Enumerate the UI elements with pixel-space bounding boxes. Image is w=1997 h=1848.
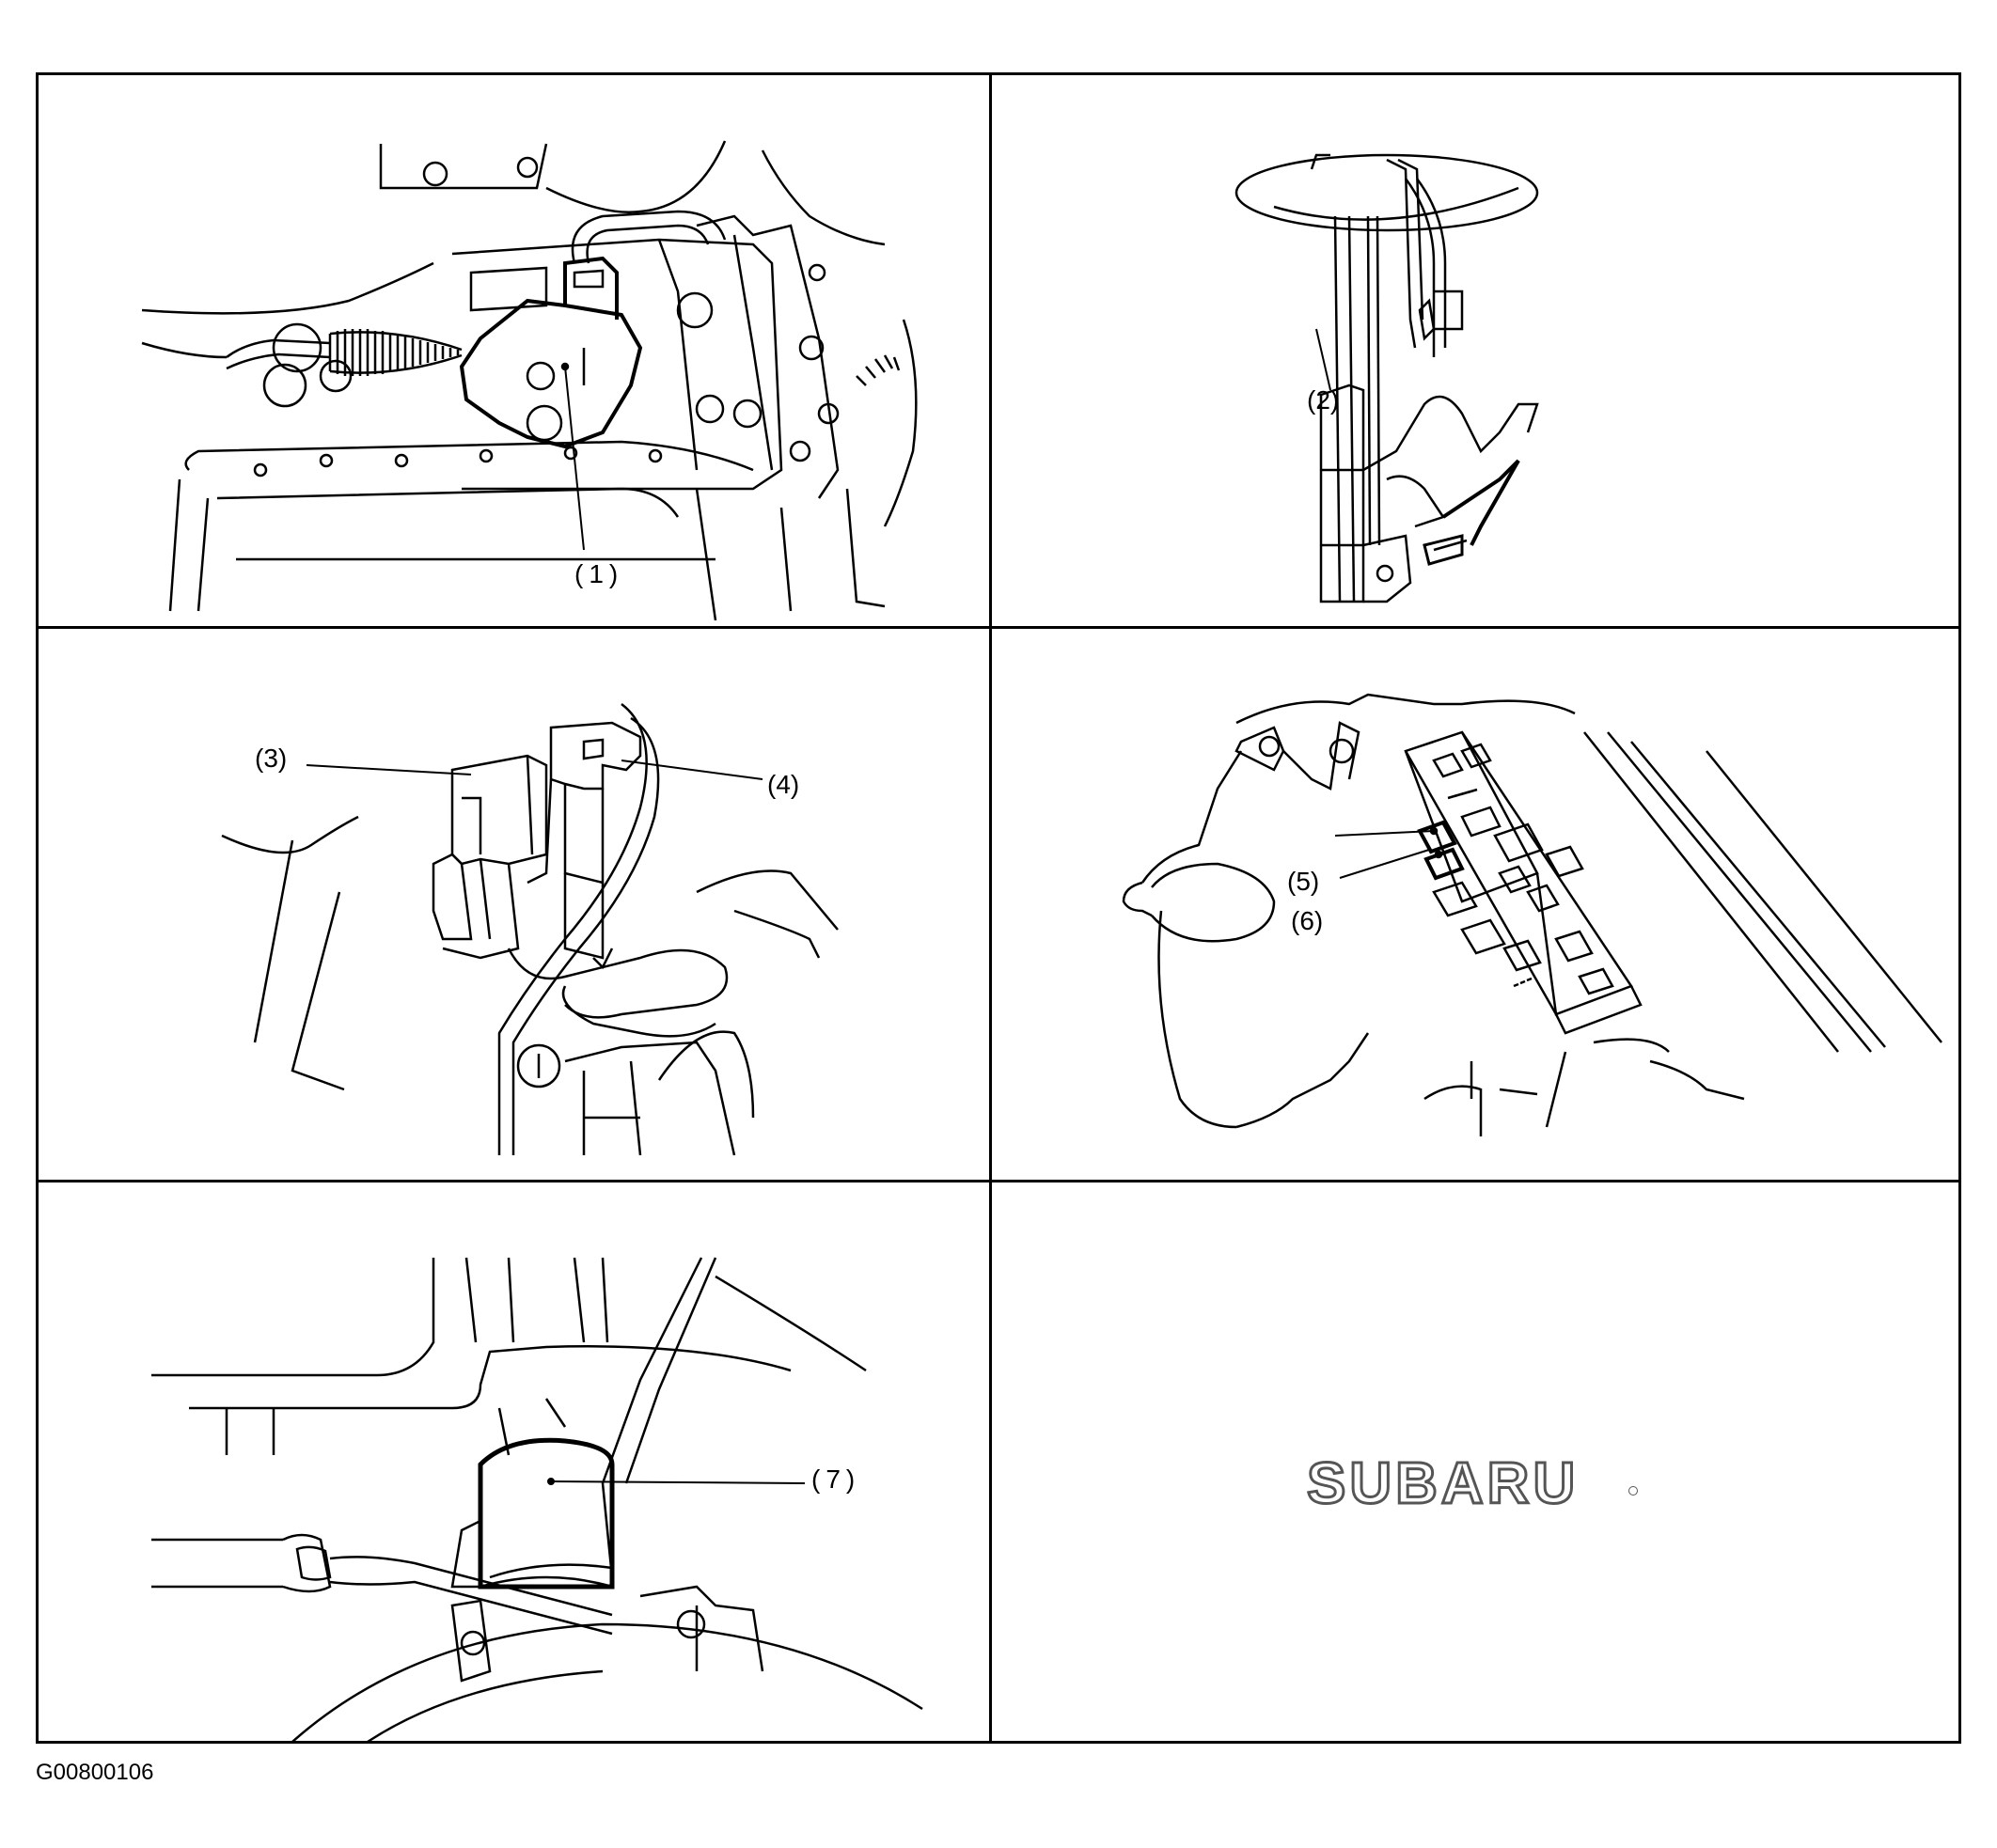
connectors-illustration bbox=[221, 703, 839, 1156]
callout-2: (2) bbox=[1307, 385, 1340, 415]
relay-box-illustration bbox=[1122, 693, 1942, 1136]
registered-mark-icon bbox=[1628, 1486, 1638, 1496]
horizontal-divider-1 bbox=[36, 626, 1961, 629]
panel-sensor: (7) bbox=[39, 1182, 989, 1741]
figure-code: G00800106 bbox=[36, 1760, 154, 1785]
panel-fuel-pump: (2) bbox=[992, 75, 1958, 626]
sensor-illustration bbox=[151, 1257, 923, 1741]
vertical-divider bbox=[989, 72, 992, 1744]
fuel-pump-illustration bbox=[1234, 153, 1539, 603]
subaru-logo: SUBARU bbox=[1305, 1450, 1580, 1518]
panel-transmission: (1) bbox=[39, 75, 989, 626]
transmission-illustration bbox=[141, 140, 918, 621]
callout-1: (1) bbox=[574, 559, 624, 588]
horizontal-divider-2 bbox=[36, 1180, 1961, 1182]
callout-4: (4) bbox=[767, 770, 800, 799]
panel-connectors: (3) (4) bbox=[39, 629, 989, 1180]
diagram-frame bbox=[36, 72, 1961, 1744]
callout-3: (3) bbox=[255, 744, 288, 773]
callout-6: (6) bbox=[1291, 906, 1324, 935]
panel-relay-box: (5) (6) bbox=[992, 629, 1958, 1180]
callout-7: (7) bbox=[811, 1464, 861, 1494]
callout-5: (5) bbox=[1287, 867, 1320, 896]
